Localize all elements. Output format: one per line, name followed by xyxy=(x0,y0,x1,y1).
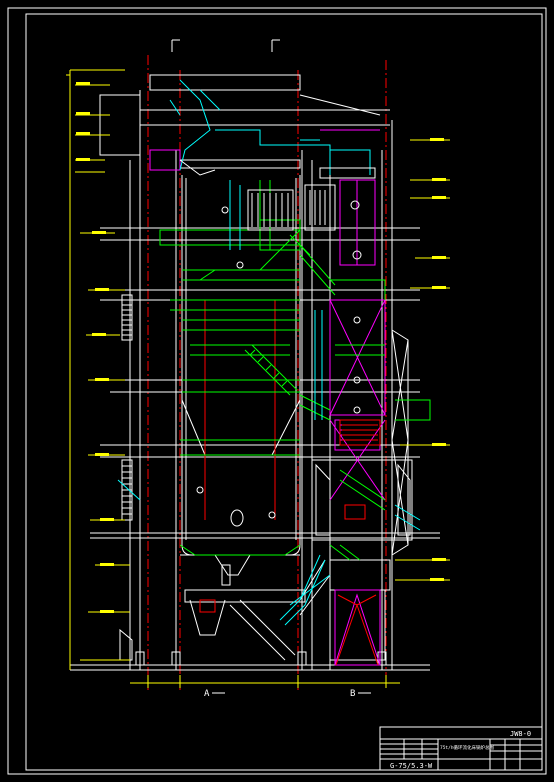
drawing-code: G-75/5.3-W xyxy=(390,762,433,770)
section-labels: A B xyxy=(204,689,371,699)
elevation-ticks xyxy=(76,82,446,613)
outer-frame xyxy=(7,7,547,775)
drawing-title: 75t/h循环流化床锅炉总图 xyxy=(440,744,495,751)
piping xyxy=(117,79,421,626)
section-mark-b: B xyxy=(350,689,355,699)
cyclone-separator xyxy=(149,129,386,666)
inner-frame xyxy=(25,13,543,771)
top-equipment xyxy=(179,159,376,519)
hot-section xyxy=(199,300,381,666)
title-block xyxy=(379,726,543,771)
platforms xyxy=(159,180,431,561)
sheet-number: JW8-0 xyxy=(510,730,531,738)
section-cut-top xyxy=(171,39,280,52)
section-mark-a: A xyxy=(204,689,210,699)
